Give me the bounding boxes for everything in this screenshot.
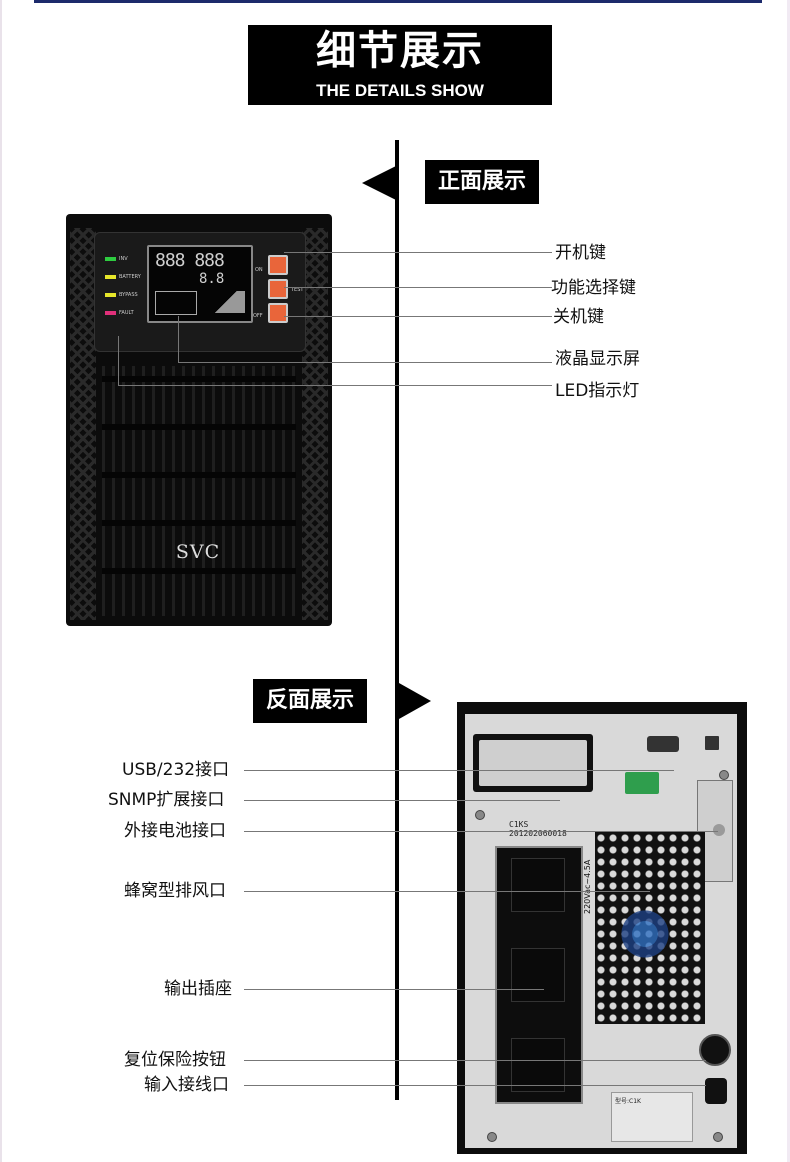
serial-number: 201202060018 [509,829,567,838]
label-lcd: 液晶显示屏 [555,349,640,369]
ups-front-image: INV BATTERY BYPASS FAULT 888 888 8.8 ON … [66,214,332,626]
screw [475,810,485,820]
top-rule [34,0,762,3]
outlet-rating: 220Vac~4.5A [583,859,592,914]
led-fault [105,311,116,315]
rs232-port [647,736,679,752]
screw [487,1132,497,1142]
lcd-digits-mid: 8.8 [199,271,225,287]
led-battery-label: BATTERY [119,274,141,280]
leader-outlet [244,989,544,990]
leader-vent [244,891,650,892]
rating-label-title: 型号:C1K [615,1098,641,1105]
reset-fuse-button [699,1034,731,1066]
leader-battery-port [244,831,718,832]
leader-lcd [178,362,552,363]
label-power-off: 关机键 [553,307,604,327]
power-off-button [268,303,288,323]
input-cord [705,1078,727,1104]
label-function-select: 功能选择键 [551,278,636,298]
leader-power-off [284,316,552,317]
banner-title-en: THE DETAILS SHOW [316,81,484,100]
label-usb232: USB/232接口 [122,760,230,780]
on-label: ON [255,267,263,273]
control-panel: INV BATTERY BYPASS FAULT 888 888 8.8 ON … [94,232,306,352]
led-inv [105,257,116,261]
led-bypass [105,293,116,297]
output-socket [511,858,565,912]
rear-panel: C1KS 201202060018 220Vac~4.5A 型号:C1K [465,714,737,1148]
off-label: OFF [253,313,263,319]
center-divider [395,140,399,1100]
test-label: TEST [291,287,304,293]
output-socket [511,948,565,1002]
leader-snmp [244,800,560,801]
led-bypass-label: BYPASS [119,292,138,298]
power-on-button [268,255,288,275]
ups-back-image: C1KS 201202060018 220Vac~4.5A 型号:C1K [457,702,747,1154]
leader-reset [244,1060,706,1061]
leader-power-on [284,252,552,253]
rating-label: 型号:C1K [611,1092,693,1142]
label-led: LED指示灯 [555,381,640,401]
led-inv-label: INV [119,256,128,262]
lcd-screen: 888 888 8.8 [147,245,253,323]
lcd-digits-top: 888 888 [155,250,225,271]
output-socket [511,1038,565,1092]
back-view-tag: 反面展示 [253,679,367,723]
label-reset-fuse: 复位保险按钮 [124,1050,226,1070]
label-output-socket: 输出插座 [164,979,232,999]
output-socket-strip [495,846,583,1104]
label-input: 输入接线口 [144,1075,229,1095]
label-snmp: SNMP扩展接口 [108,790,225,810]
label-battery-port: 外接电池接口 [124,821,226,841]
usb-port [705,736,719,750]
details-banner: 细节展示 THE DETAILS SHOW [248,25,552,105]
epo-terminal [625,772,659,794]
lcd-load-bars [207,291,245,313]
front-arrow [362,166,396,200]
led-fault-label: FAULT [119,310,134,316]
leader-led [118,385,552,386]
screw [713,1132,723,1142]
screw [719,770,729,780]
lcd-diagram [155,291,197,315]
leader-function [284,287,552,288]
side-grille-right [302,228,328,620]
snmp-slot [473,734,593,792]
led-battery [105,275,116,279]
front-view-tag: 正面展示 [425,160,539,204]
back-arrow [399,683,431,719]
model-code: C1KS [509,820,529,829]
label-power-on: 开机键 [555,243,606,263]
right-edge [787,0,790,1162]
side-grille-left [70,228,96,620]
left-edge [0,0,2,1162]
banner-title-cn: 细节展示 [316,28,484,74]
leader-input [244,1085,706,1086]
model-text: C1KS 201202060018 [509,820,567,838]
function-select-button [268,279,288,299]
leader-usb232 [244,770,674,771]
label-vent: 蜂窝型排风口 [124,881,226,901]
svc-logo: SVC [175,541,221,563]
cooling-fan [615,904,675,964]
